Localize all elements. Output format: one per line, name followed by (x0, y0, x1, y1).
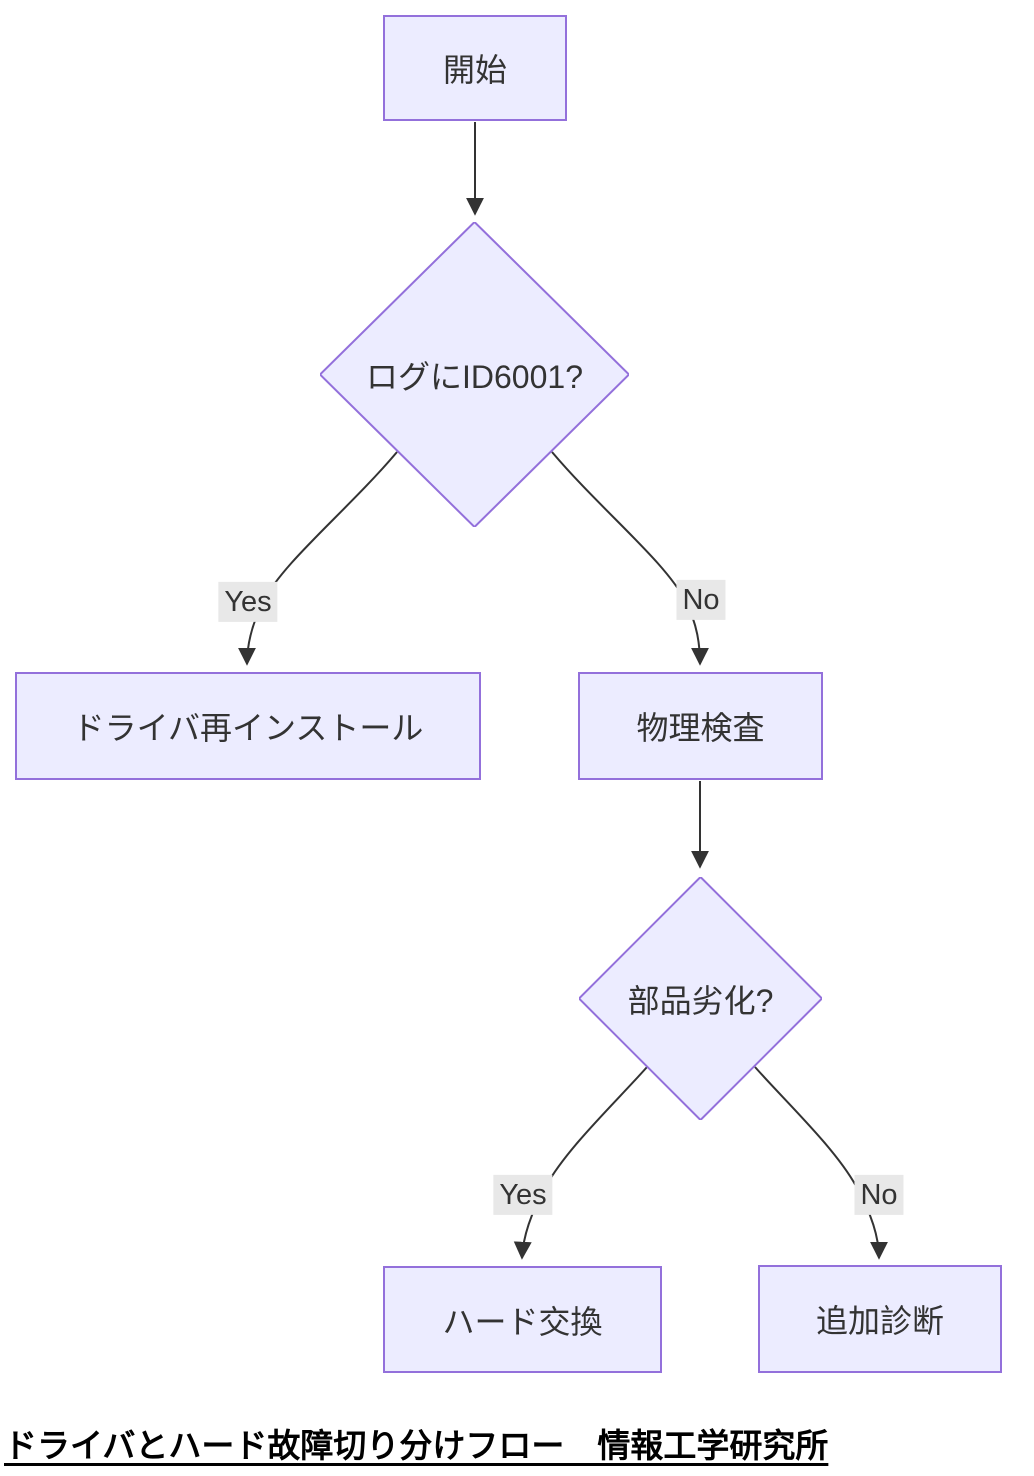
edge-label-part-no: No (854, 1174, 904, 1216)
node-additional-diagnosis: 追加診断 (758, 1265, 1002, 1373)
diamond-shape (579, 877, 822, 1120)
node-hardware-replace: ハード交換 (383, 1266, 662, 1373)
node-start-label: 開始 (442, 52, 507, 88)
edge-decision-log-no-to-physical-inspection (551, 451, 709, 666)
node-start: 開始 (383, 15, 567, 121)
node-decision-log-id6001-label: ログにID6001? (366, 358, 583, 395)
edge-label-log-no: No (676, 579, 726, 621)
node-decision-log-id6001: ログにID6001? (320, 222, 629, 527)
node-additional-diagnosis-label: 追加診断 (815, 1303, 944, 1339)
node-decision-part-degradation: 部品劣化? (579, 877, 822, 1120)
diamond-shape (320, 222, 629, 527)
edge-label-part-yes: Yes (493, 1174, 553, 1216)
diagram-caption: ドライバとハード故障切り分けフロー 情報工学研究所 (4, 1427, 829, 1464)
node-physical-inspection: 物理検査 (578, 672, 823, 780)
node-hardware-replace-label: ハード交換 (442, 1303, 603, 1340)
node-driver-reinstall: ドライバ再インストール (15, 672, 481, 780)
node-driver-reinstall-label: ドライバ再インストール (72, 710, 424, 746)
edge-label-log-yes: Yes (218, 581, 278, 623)
node-physical-inspection-label: 物理検査 (636, 710, 765, 746)
edge-decision-part-no-to-additional-diagnosis (754, 1066, 888, 1260)
node-decision-part-degradation-label: 部品劣化? (627, 982, 774, 1019)
